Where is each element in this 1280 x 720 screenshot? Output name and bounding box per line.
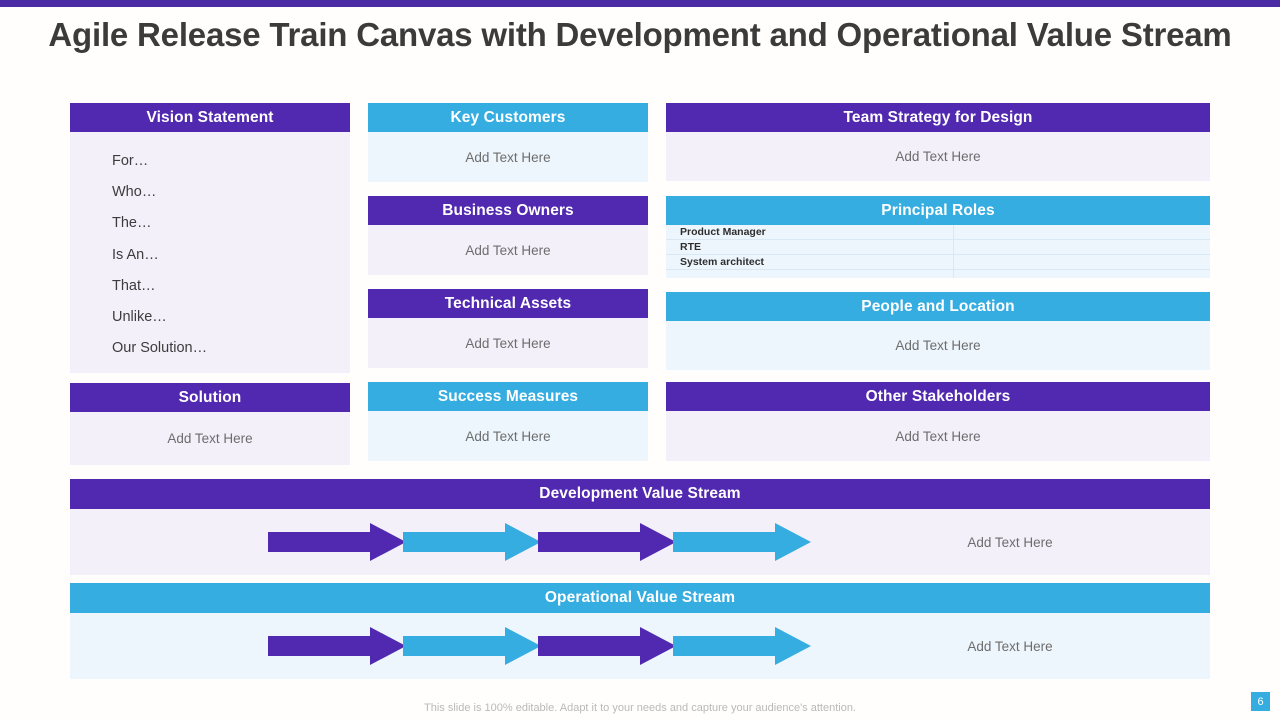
card-success-measures-body: Add Text Here: [368, 411, 648, 461]
role-name-cell: System architect: [666, 254, 954, 270]
stream-arrow-icon[interactable]: [538, 627, 676, 665]
card-team-strategy-for-design-header: Team Strategy for Design: [666, 103, 1210, 132]
stream-arrow-icon[interactable]: [673, 627, 811, 665]
role-value-cell[interactable]: [953, 239, 1210, 255]
role-value-cell[interactable]: [953, 225, 1210, 240]
card-technical-assets: Technical Assets Add Text Here: [368, 289, 648, 368]
card-key-customers-header: Key Customers: [368, 103, 648, 132]
vision-line: Our Solution…: [112, 340, 208, 357]
card-other-stakeholders: Other Stakeholders Add Text Here: [666, 382, 1210, 461]
card-team-strategy-for-design-body: Add Text Here: [666, 132, 1210, 181]
table-row: System architect: [666, 254, 1210, 270]
operational-value-stream-body: Add Text Here: [70, 613, 1210, 679]
card-solution: Solution Add Text Here: [70, 383, 350, 465]
vision-line: Unlike…: [112, 309, 167, 326]
page-title: Agile Release Train Canvas with Developm…: [48, 16, 1232, 53]
stream-arrow-icon[interactable]: [403, 523, 541, 561]
card-success-measures: Success Measures Add Text Here: [368, 382, 648, 461]
vision-line: Is An…: [112, 246, 159, 263]
card-key-customers: Key Customers Add Text Here: [368, 103, 648, 182]
card-vision-statement-header: Vision Statement: [70, 103, 350, 132]
page-number-badge: 6: [1251, 692, 1270, 711]
stream-arrow-icon[interactable]: [538, 523, 676, 561]
vision-line: For…: [112, 153, 149, 169]
card-development-value-stream: Development Value Stream Add Text Here: [70, 479, 1210, 575]
card-business-owners-header: Business Owners: [368, 196, 648, 225]
vision-line: Who…: [112, 184, 157, 201]
card-people-and-location-header: People and Location: [666, 292, 1210, 321]
table-row: RTE: [666, 239, 1210, 255]
role-name-cell: RTE: [666, 239, 954, 255]
role-name-cell: Product Manager: [666, 225, 954, 240]
principal-roles-table: Product Manager RTE System architect: [666, 225, 1210, 278]
development-arrow-group: [268, 523, 811, 561]
card-success-measures-header: Success Measures: [368, 382, 648, 411]
development-value-stream-note: Add Text Here: [967, 534, 1053, 550]
vision-line: That…: [112, 277, 156, 294]
stream-arrow-icon[interactable]: [268, 627, 406, 665]
card-key-customers-body: Add Text Here: [368, 132, 648, 182]
spacer-cell: [953, 269, 1210, 278]
card-other-stakeholders-header: Other Stakeholders: [666, 382, 1210, 411]
table-row: Product Manager: [666, 225, 1210, 240]
card-people-and-location-body: Add Text Here: [666, 321, 1210, 370]
card-team-strategy-for-design: Team Strategy for Design Add Text Here: [666, 103, 1210, 181]
card-business-owners-body: Add Text Here: [368, 225, 648, 275]
stream-arrow-icon[interactable]: [268, 523, 406, 561]
card-vision-statement-body: For… Who… The… Is An… That… Unlike… Our …: [70, 132, 350, 373]
card-solution-header: Solution: [70, 383, 350, 412]
vision-line: The…: [112, 215, 152, 232]
card-solution-body: Add Text Here: [70, 412, 350, 465]
operational-value-stream-note: Add Text Here: [967, 638, 1053, 654]
top-accent-bar: [0, 0, 1280, 7]
table-row-spacer: [666, 269, 1210, 279]
card-technical-assets-body: Add Text Here: [368, 318, 648, 368]
card-development-value-stream-header: Development Value Stream: [70, 479, 1210, 509]
card-business-owners: Business Owners Add Text Here: [368, 196, 648, 275]
card-technical-assets-header: Technical Assets: [368, 289, 648, 318]
spacer-cell: [666, 270, 954, 279]
card-vision-statement: Vision Statement For… Who… The… Is An… T…: [70, 103, 350, 373]
stream-arrow-icon[interactable]: [403, 627, 541, 665]
role-value-cell[interactable]: [953, 254, 1210, 270]
card-operational-value-stream: Operational Value Stream Add Text Here: [70, 583, 1210, 679]
card-principal-roles-header: Principal Roles: [666, 196, 1210, 225]
footer-note: This slide is 100% editable. Adapt it to…: [424, 702, 856, 714]
card-operational-value-stream-header: Operational Value Stream: [70, 583, 1210, 613]
operational-arrow-group: [268, 627, 811, 665]
card-people-and-location: People and Location Add Text Here: [666, 292, 1210, 370]
development-value-stream-body: Add Text Here: [70, 509, 1210, 575]
card-principal-roles: Principal Roles Product Manager RTE Syst…: [666, 196, 1210, 278]
stream-arrow-icon[interactable]: [673, 523, 811, 561]
card-other-stakeholders-body: Add Text Here: [666, 411, 1210, 461]
